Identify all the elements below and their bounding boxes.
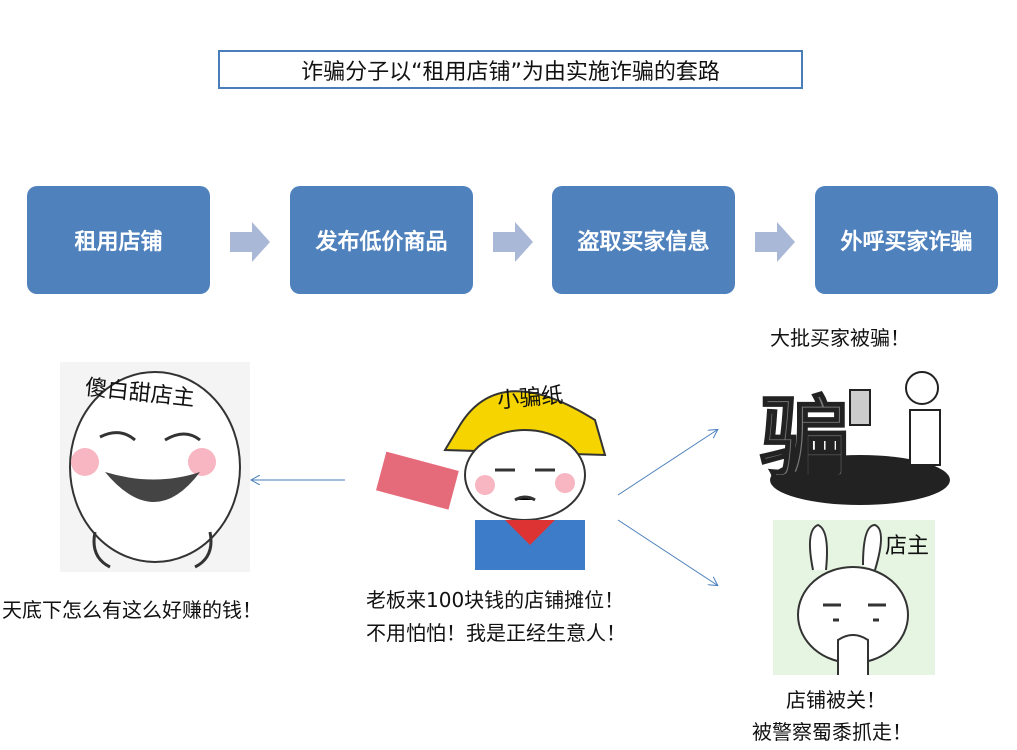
- naive-owner-face-image: [60, 362, 250, 572]
- right-top-caption: 大批买家被骗！: [770, 326, 910, 350]
- diagram-title: 诈骗分子以“租用店铺”为由实施诈骗的套路: [218, 50, 803, 89]
- svg-text:骗: 骗: [760, 387, 850, 492]
- left-caption: 天底下怎么有这么好赚的钱！: [2, 598, 262, 622]
- step-steal-info: 盗取买家信息: [552, 186, 735, 294]
- scammer-figure-image: [376, 390, 607, 570]
- arrow-right-icon: [493, 222, 533, 262]
- arrow-right-icon: [230, 222, 270, 262]
- arrow-right-icon: [755, 222, 795, 262]
- fraud-illustration-image: 骗: [759, 371, 950, 505]
- rabbit-owner-image: [773, 520, 935, 675]
- right-bottom-caption-1: 店铺被关！: [786, 688, 886, 712]
- center-caption-1: 老板来100块钱的店铺摊位！: [366, 588, 625, 612]
- step-call-buyers: 外呼买家诈骗: [815, 186, 998, 294]
- helmet-label: 小骗纸: [496, 383, 565, 414]
- right-bottom-caption-2: 被警察蜀黍抓走！: [752, 720, 912, 744]
- rabbit-owner-label: 店主: [885, 534, 930, 559]
- center-caption-2: 不用怕怕！我是正经生意人！: [366, 621, 626, 645]
- step-publish-goods: 发布低价商品: [290, 186, 473, 294]
- step-rent-shop: 租用店铺: [27, 186, 210, 294]
